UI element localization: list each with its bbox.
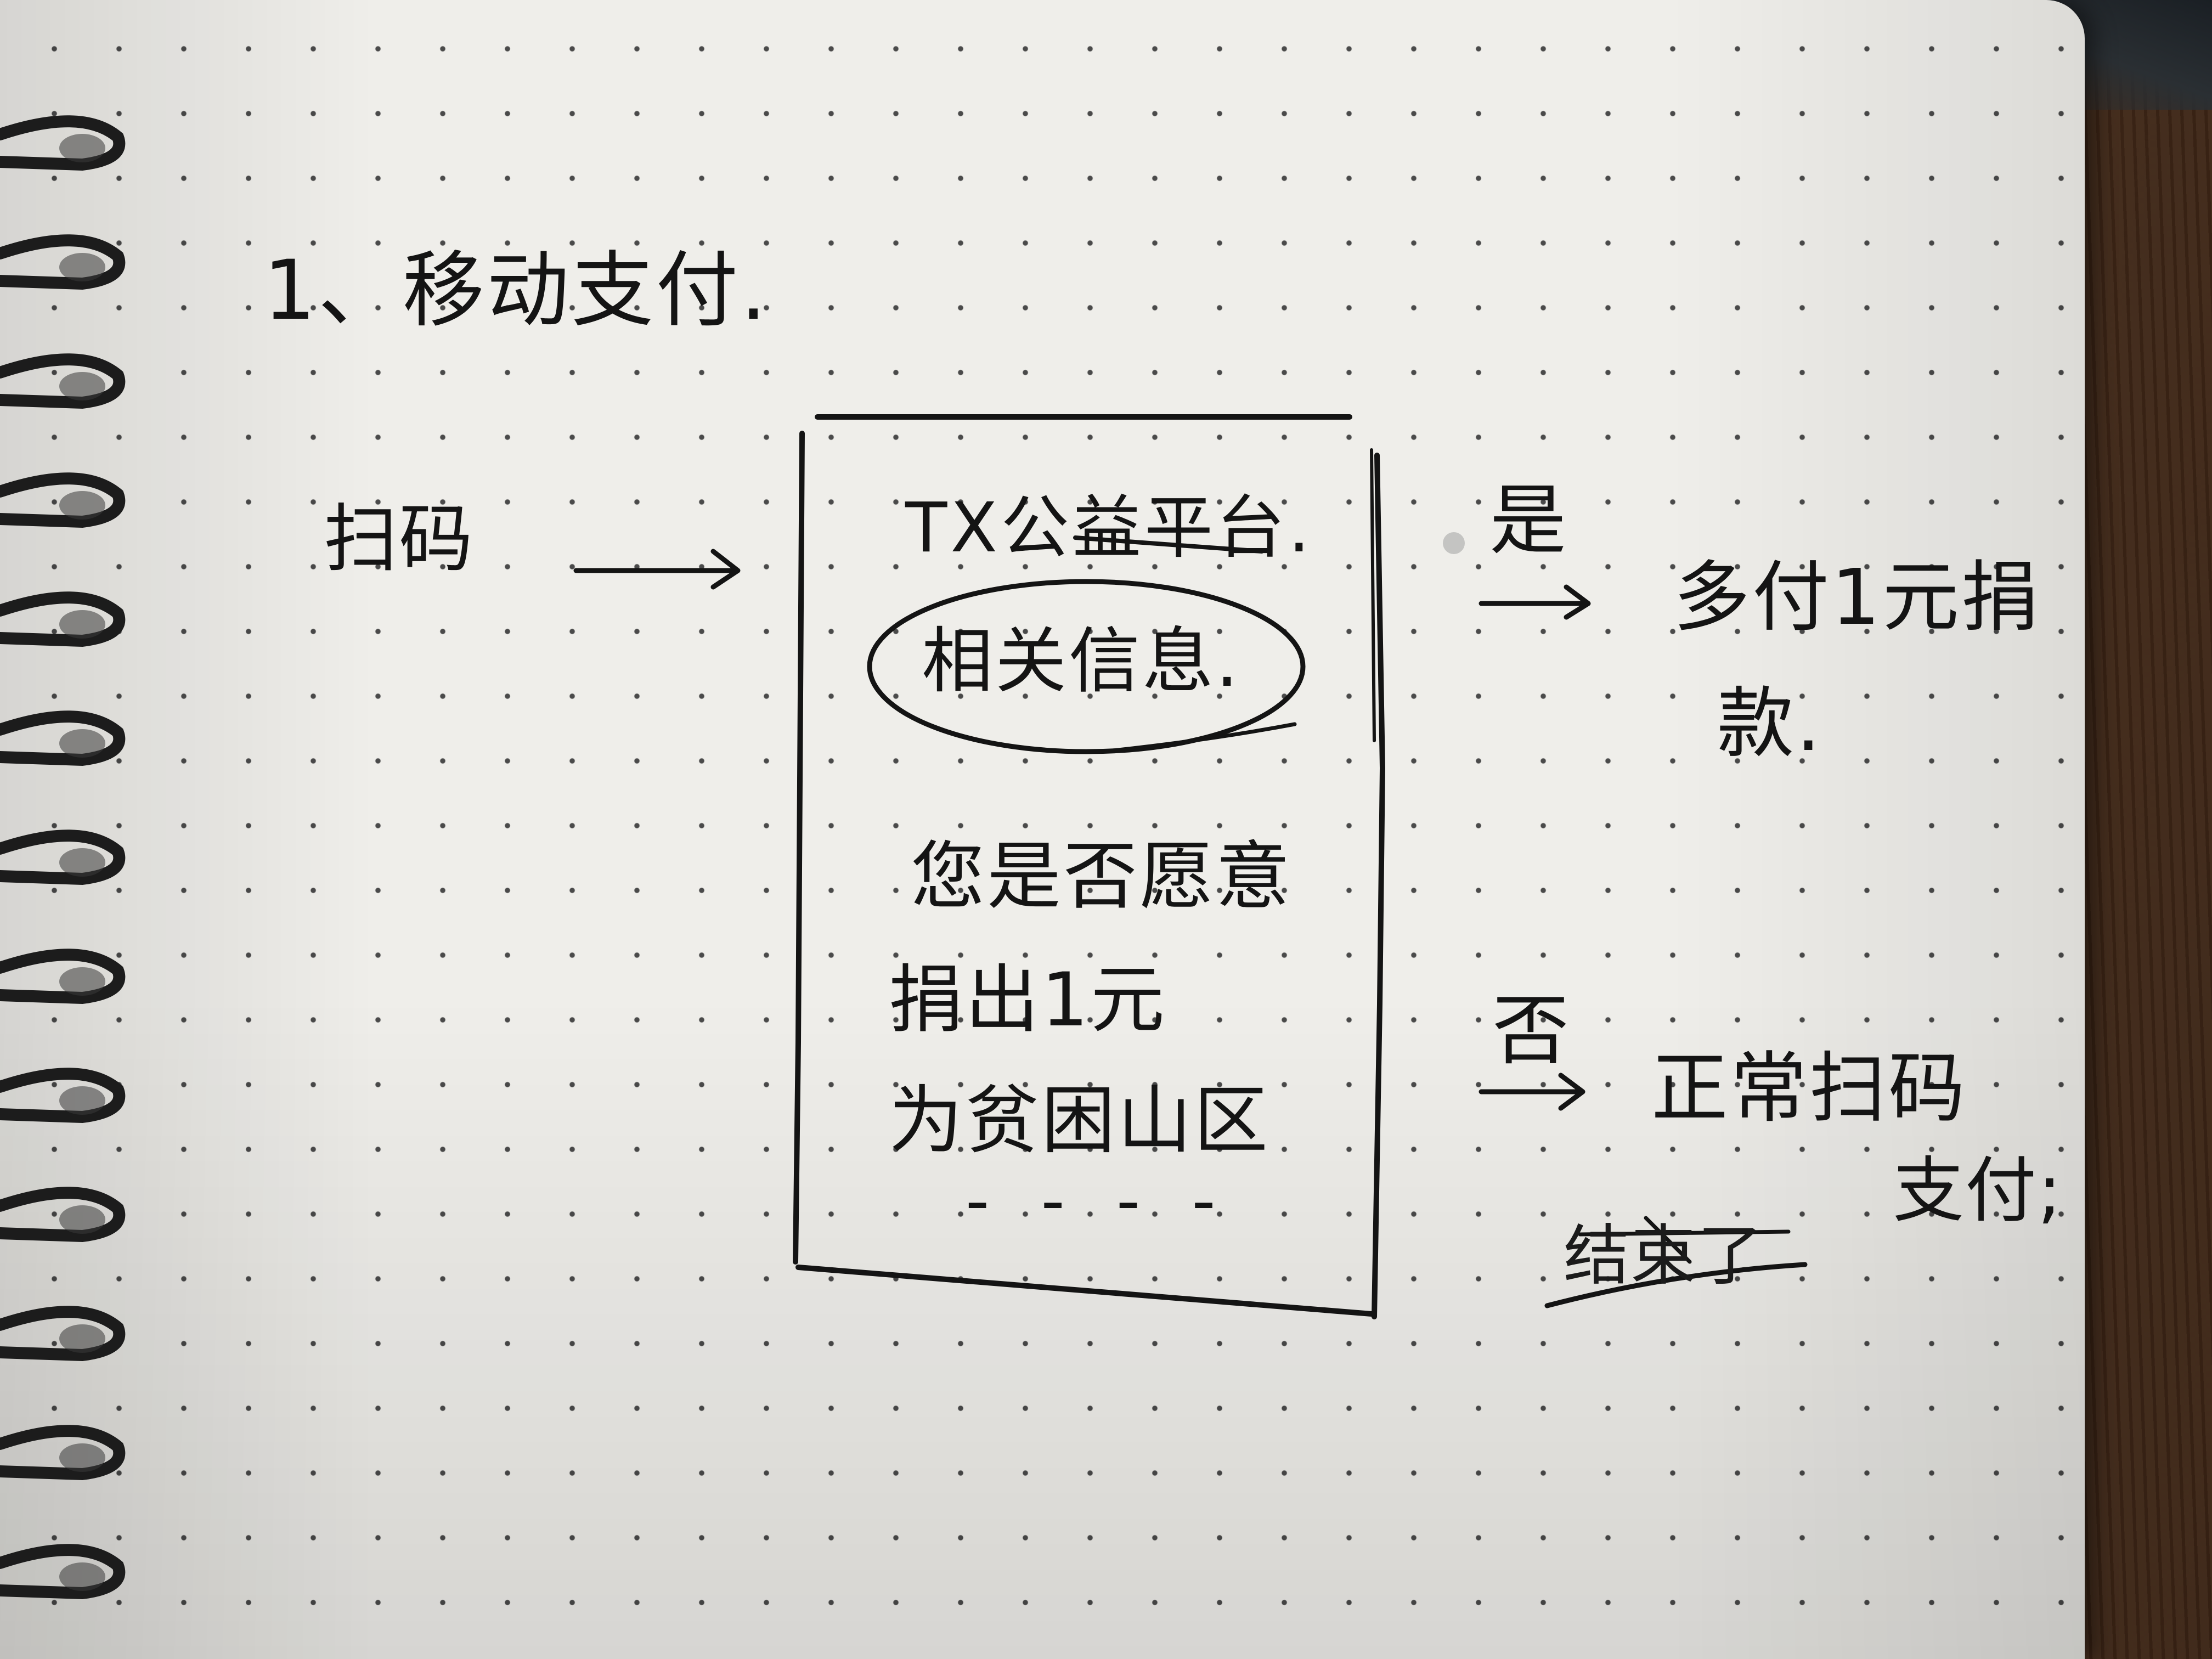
binding-ring bbox=[0, 949, 126, 1005]
binding-hole bbox=[59, 1562, 105, 1591]
binding-hole bbox=[59, 253, 105, 281]
binding-ring bbox=[0, 1068, 126, 1124]
binding-ring bbox=[0, 710, 126, 766]
binding-ring bbox=[0, 1306, 126, 1362]
related-info-underline bbox=[1101, 722, 1297, 754]
yes-label: 是 bbox=[1489, 476, 1567, 566]
scan-arrow bbox=[573, 549, 741, 590]
eraser-smudge bbox=[1443, 532, 1465, 554]
binding-ring bbox=[0, 1187, 126, 1243]
no-label: 否 bbox=[1492, 986, 1570, 1076]
question-line-1: 您是否愿意 bbox=[911, 833, 1292, 919]
note-title: 1、移动支付. bbox=[263, 243, 769, 338]
binding-ring bbox=[0, 830, 126, 885]
binding-hole bbox=[59, 372, 105, 400]
phone-frame bbox=[793, 414, 1385, 1319]
yes-arrow bbox=[1479, 584, 1591, 620]
struck-out-text: 结束了 bbox=[1564, 1218, 1764, 1294]
binding-ring bbox=[0, 591, 126, 647]
binding-hole bbox=[59, 610, 105, 639]
binding-hole bbox=[59, 134, 105, 162]
binding-ring bbox=[0, 1544, 126, 1600]
binding-ring bbox=[0, 115, 126, 171]
binding-hole bbox=[59, 1086, 105, 1115]
binding-ring bbox=[0, 234, 126, 290]
related-info-label: 相关信息. bbox=[922, 619, 1241, 703]
binding-hole bbox=[59, 729, 105, 758]
screen-ellipsis: - - - - bbox=[966, 1163, 1231, 1239]
binding-hole bbox=[59, 848, 105, 877]
scan-label: 扫码 bbox=[324, 496, 474, 582]
yes-result-line-2: 款. bbox=[1717, 679, 1823, 769]
binding-ring bbox=[0, 472, 126, 528]
no-arrow bbox=[1479, 1073, 1585, 1111]
binding-hole bbox=[59, 1324, 105, 1353]
spiral-binding bbox=[0, 115, 126, 1600]
no-result-line-2: 支付; bbox=[1893, 1149, 2063, 1232]
struck-line bbox=[1544, 1262, 1808, 1308]
question-line-3: 为贫困山区 bbox=[889, 1077, 1270, 1164]
binding-hole bbox=[59, 967, 105, 996]
binding-hole bbox=[59, 491, 105, 520]
related-info-oval bbox=[867, 579, 1306, 754]
header-strikethrough bbox=[1073, 535, 1264, 554]
question-line-2: 捐出1元 bbox=[889, 957, 1167, 1043]
binding-ring bbox=[0, 353, 126, 409]
struck-scribble bbox=[1578, 1216, 1791, 1264]
screen-header: TX公益平台. bbox=[905, 488, 1313, 568]
no-result-line-1: 正常扫码 bbox=[1651, 1044, 1968, 1133]
binding-ring bbox=[0, 1425, 126, 1481]
binding-hole bbox=[59, 1205, 105, 1234]
yes-result-line-1: 多付1元捐 bbox=[1673, 553, 2041, 642]
binding-hole bbox=[59, 1443, 105, 1472]
